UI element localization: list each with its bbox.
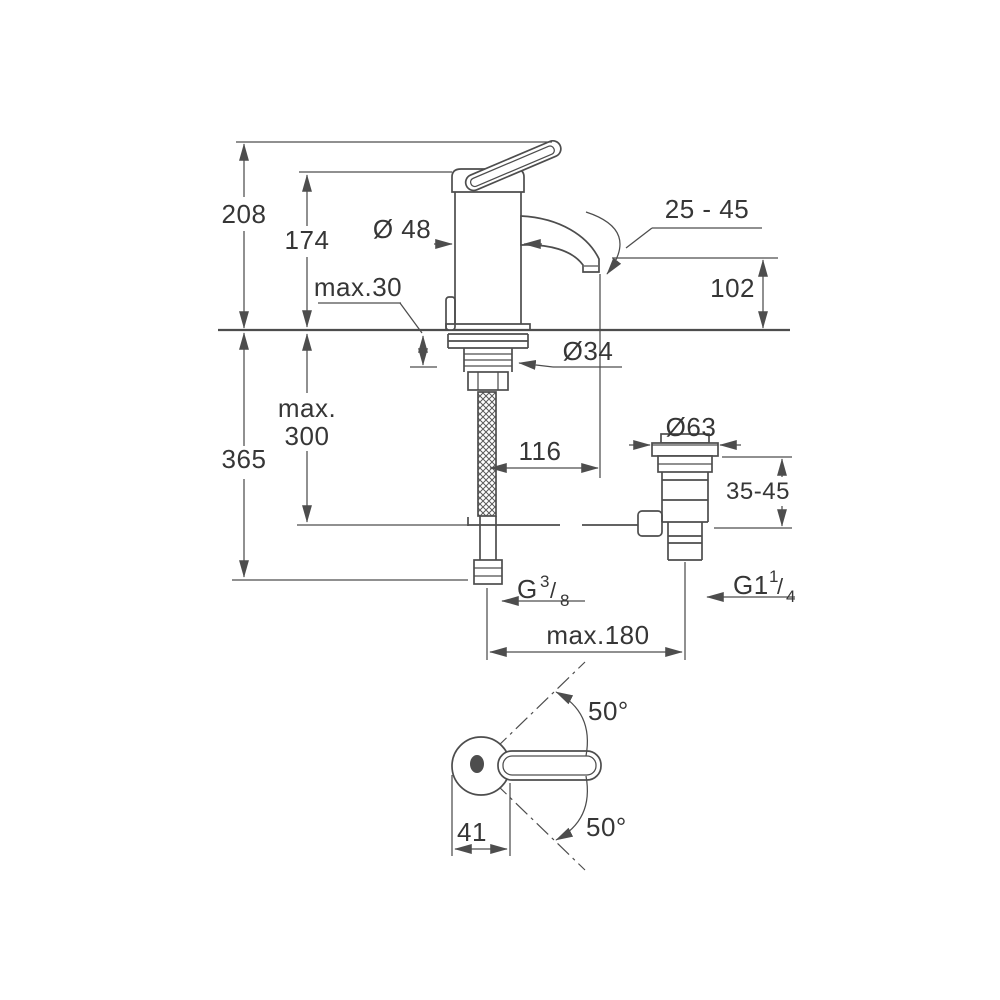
hole-diameter-label: Ø34 <box>563 336 614 366</box>
faucet-front-view <box>445 139 600 331</box>
lever-swing-upper-label: 50° <box>588 696 629 726</box>
waste-thread-numerator: 1 <box>769 567 779 586</box>
dim-hose-depth: max. 300 <box>278 333 336 523</box>
lever-swing-lower-label: 50° <box>586 812 627 842</box>
lever-lower-swing-centerline <box>494 782 586 871</box>
dim-spout-reach: 116 <box>489 436 599 473</box>
body-height-label: 174 <box>285 225 330 255</box>
waste-thread-denominator: 4 <box>786 587 796 606</box>
extension-lines <box>232 141 792 660</box>
temp-limiter-label: 25 - 45 <box>665 194 749 224</box>
body-diameter-label: Ø 48 <box>373 214 431 244</box>
waste-tailpiece <box>667 522 703 561</box>
deck-thickness-label: max.30 <box>314 272 402 302</box>
waste-thread-slash: / <box>777 574 784 599</box>
hose-depth-label-1: max. <box>278 393 336 423</box>
dim-total-height: 208 <box>222 143 267 329</box>
upper-swing-arc <box>555 691 588 757</box>
dim-spout-height: 102 <box>710 259 768 329</box>
dim-lever-offset: 41 <box>451 775 511 856</box>
dim-waste-thread: G1 1 / 4 <box>706 567 796 606</box>
pop-up-waste <box>651 433 719 561</box>
lever-top-view: 50° 50° <box>451 661 629 871</box>
dim-hole-diameter: Ø34 <box>518 336 622 370</box>
dim-waste-adjust-range: 35-45 <box>726 458 790 527</box>
lever-offset-label: 41 <box>457 817 487 847</box>
max-center-distance-label: max.180 <box>546 620 649 650</box>
waste-adjust-label: 35-45 <box>726 478 790 505</box>
ball-joint-knob <box>637 510 663 537</box>
supply-hose <box>473 391 503 585</box>
dim-max-center-distance: max.180 <box>489 620 683 657</box>
pull-rod <box>445 296 456 331</box>
pop-up-rod-linkage <box>467 510 663 537</box>
spout-reach-label: 116 <box>519 436 562 466</box>
lever-top-view-outline <box>497 750 602 781</box>
supply-thread-denominator: 8 <box>560 591 570 610</box>
dim-temp-limiter-range: 25 - 45 <box>585 194 762 275</box>
braided-hose <box>477 391 497 517</box>
lower-swing-arc <box>555 775 588 841</box>
supply-thread-g: G <box>517 574 538 604</box>
waste-flange-label: Ø63 <box>666 412 717 442</box>
hose-depth-label-2: 300 <box>285 421 330 451</box>
dim-total-depth: 365 <box>222 332 267 578</box>
dim-supply-thread: G 3 / 8 <box>501 572 585 610</box>
dim-deck-thickness: max.30 <box>314 272 437 368</box>
total-depth-label: 365 <box>222 444 267 474</box>
dim-waste-flange-diameter: Ø63 <box>629 412 741 450</box>
supply-thread-numerator: 3 <box>540 572 550 591</box>
total-height-label: 208 <box>222 199 267 229</box>
spout-height-label: 102 <box>710 273 755 303</box>
dim-body-height: 174 <box>285 174 330 328</box>
spout-swivel-arrow <box>585 211 622 275</box>
dim-body-diameter: Ø 48 <box>373 214 542 249</box>
waste-thread-g: G1 <box>733 570 769 600</box>
lever-handle <box>464 139 562 192</box>
supply-thread-slash: / <box>550 578 557 603</box>
base-flange <box>445 323 531 331</box>
cartridge-dot <box>470 755 484 773</box>
lever-upper-swing-centerline <box>494 661 586 750</box>
spout <box>520 215 600 273</box>
mounting-hardware <box>447 333 529 391</box>
hose-end-nut <box>473 559 503 585</box>
